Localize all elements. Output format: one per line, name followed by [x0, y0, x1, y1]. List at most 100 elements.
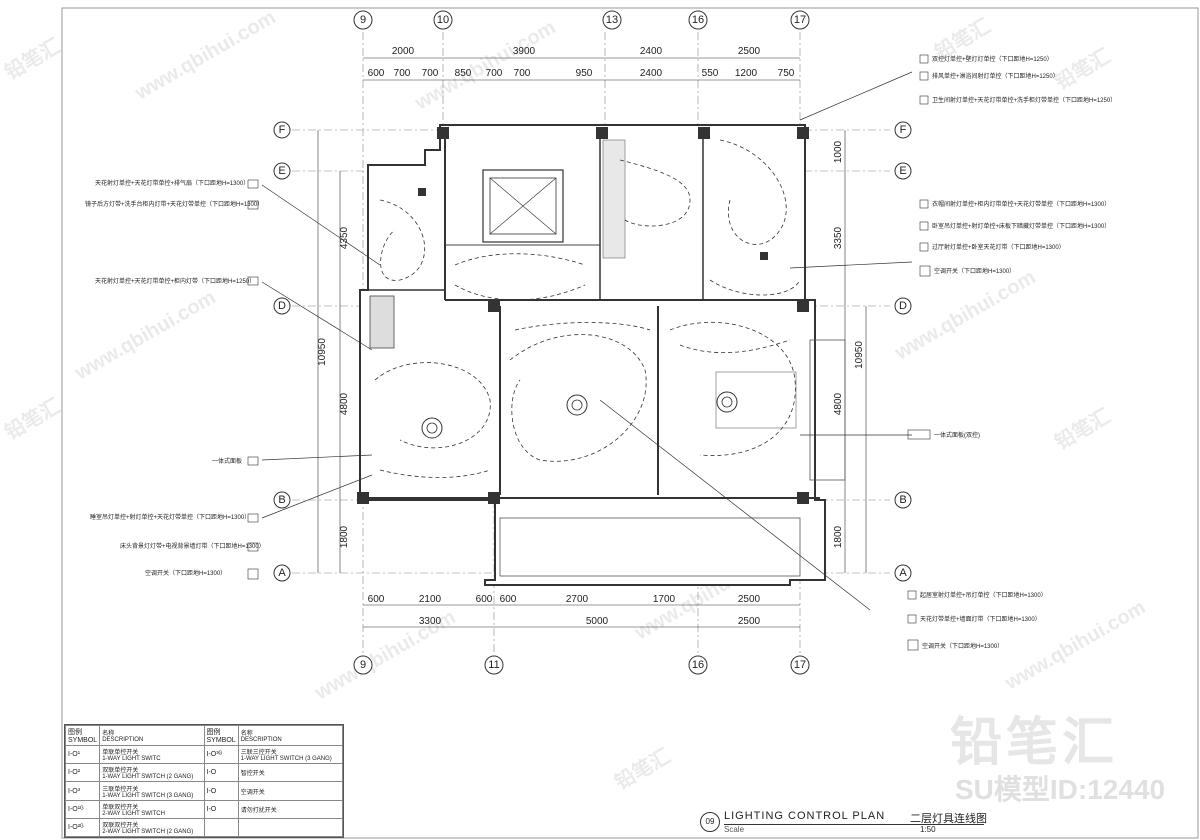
axis-bubble-F: F — [894, 121, 912, 139]
svg-text:13: 13 — [606, 14, 618, 26]
svg-text:850: 850 — [455, 68, 472, 79]
note-right-2: 排风单控+淋浴间射灯单控（下口距地H=1250） — [932, 72, 1059, 80]
drawing-title-block: 09 LIGHTING CONTROL PLAN Scale 二层灯具连线图 1… — [700, 808, 990, 838]
svg-text:4800: 4800 — [339, 392, 350, 415]
svg-text:700: 700 — [394, 68, 411, 79]
note-right-10: 天花灯带单控+墙面灯带（下口距地H=1300） — [920, 615, 1041, 623]
svg-text:F: F — [279, 124, 286, 136]
svg-text:1000: 1000 — [833, 140, 844, 163]
note-right-7: 空调开关（下口距地H=1300） — [934, 267, 1015, 275]
drawing-title-cn: 二层灯具连线图 — [910, 813, 987, 825]
circuit-wiring — [261, 71, 913, 611]
axis-bubble-17: 17 — [790, 10, 810, 30]
drawing-number: 09 — [700, 812, 720, 832]
svg-text:B: B — [899, 494, 906, 506]
axis-bubble-E: E — [894, 162, 912, 180]
drawing-title: LIGHTING CONTROL PLAN — [724, 810, 886, 822]
svg-text:3300: 3300 — [419, 616, 442, 627]
watermark-site: www.qbihui.com — [131, 6, 280, 105]
svg-text:1800: 1800 — [833, 525, 844, 548]
svg-text:3350: 3350 — [833, 226, 844, 249]
svg-text:700: 700 — [486, 68, 503, 79]
axis-bubble-16: 16 — [688, 10, 708, 30]
axis-bubble-F: F — [273, 121, 291, 139]
svg-text:600: 600 — [368, 594, 385, 605]
svg-text:1200: 1200 — [735, 68, 758, 79]
svg-text:550: 550 — [702, 68, 719, 79]
svg-text:700: 700 — [514, 68, 531, 79]
axis-bubble-10: 10 — [433, 10, 453, 30]
svg-text:17: 17 — [794, 14, 806, 26]
svg-text:750: 750 — [778, 68, 795, 79]
axis-bubble-E: E — [273, 162, 291, 180]
svg-text:10: 10 — [437, 14, 449, 26]
watermark-site: www.qbihui.com — [71, 286, 220, 385]
svg-text:600: 600 — [476, 594, 493, 605]
svg-text:1800: 1800 — [339, 525, 350, 548]
switch-notes-left: 天花射灯单控+天花灯带单控+排气扇（下口距地H=1300） 镜子后方灯带+洗手台… — [85, 179, 265, 580]
svg-text:4350: 4350 — [339, 226, 350, 249]
note-right-6: 过厅射灯单控+卧室天花灯带（下口距地H=1300） — [932, 243, 1065, 251]
structural-columns — [357, 127, 809, 504]
svg-text:3900: 3900 — [513, 46, 536, 57]
watermark-model-id: SU模型ID:12440 — [955, 774, 1166, 805]
note-right-8: 一体式面板(双控) — [934, 431, 980, 439]
note-right-9: 起居室射灯单控+吊灯单控（下口距地H=1300） — [920, 591, 1047, 599]
axis-bubble-17: 17 — [790, 655, 810, 675]
svg-text:950: 950 — [576, 68, 593, 79]
watermark-brand: 铅笔汇 — [1, 34, 65, 85]
svg-text:16: 16 — [692, 14, 704, 26]
note-left-4: 一体式面板 — [212, 457, 242, 465]
note-left-1: 天花射灯单控+天花灯带单控+排气扇（下口距地H=1300） — [95, 179, 249, 187]
svg-text:E: E — [278, 165, 285, 177]
svg-text:600: 600 — [368, 68, 385, 79]
svg-text:9: 9 — [360, 14, 366, 26]
svg-text:D: D — [278, 300, 286, 312]
svg-text:A: A — [278, 567, 286, 579]
svg-text:2400: 2400 — [640, 46, 663, 57]
note-left-2: 镜子后方灯带+洗手台柜内灯带+天花灯带单控（下口距地H=1300） — [85, 200, 263, 208]
svg-text:700: 700 — [422, 68, 439, 79]
svg-text:E: E — [899, 165, 906, 177]
watermark-site: www.qbihui.com — [1001, 596, 1150, 695]
svg-text:1700: 1700 — [653, 594, 676, 605]
note-right-5: 卧室吊灯单控+射灯单控+床板下暗藏灯带单控（下口距地H=1300） — [932, 222, 1110, 230]
watermark-brand-large: 铅笔汇 — [950, 714, 1119, 772]
scale-value: 1:50 — [920, 825, 936, 834]
title-underline — [724, 824, 984, 825]
svg-text:2700: 2700 — [566, 594, 589, 605]
watermark-brand: 铅笔汇 — [1, 394, 65, 445]
svg-text:10950: 10950 — [317, 338, 328, 366]
svg-text:17: 17 — [794, 659, 806, 671]
switch-notes-right: 双控灯单控+壁灯灯单控（下口距地H=1250） 排风单控+淋浴间射灯单控（下口距… — [907, 54, 1116, 651]
note-left-6: 床头背景灯灯带+电视背景墙灯带（下口距地H=1300） — [120, 542, 265, 550]
svg-text:4800: 4800 — [833, 392, 844, 415]
elevator-shaft — [482, 169, 564, 243]
axis-bubble-B: B — [894, 491, 912, 509]
dimension-left: 4350 10950 4800 1800 — [317, 130, 350, 573]
grid-axis-left: F E D B A — [273, 121, 291, 582]
svg-text:A: A — [899, 567, 907, 579]
svg-text:2500: 2500 — [738, 594, 761, 605]
svg-text:16: 16 — [692, 659, 704, 671]
svg-text:2000: 2000 — [392, 46, 415, 57]
note-right-3: 卫生间射灯单控+天花灯带单控+洗手柜灯带单控（下口距地H=1250） — [932, 96, 1116, 104]
note-right-4: 衣帽间射灯单控+柜内灯带单控+天花灯带单控（下口距地H=1300） — [932, 200, 1110, 208]
svg-text:2500: 2500 — [738, 616, 761, 627]
note-left-5: 睡室吊灯单控+射灯单控+天花灯带单控（下口距地H=1300） — [90, 513, 250, 521]
grid-axis-right: F E D B A — [894, 121, 912, 582]
axis-bubble-9: 9 — [353, 655, 373, 675]
svg-text:9: 9 — [360, 659, 366, 671]
svg-text:B: B — [278, 494, 285, 506]
axis-bubble-11: 11 — [484, 655, 504, 675]
axis-bubble-D: D — [894, 297, 912, 315]
watermark-brand: 铅笔汇 — [1051, 44, 1115, 95]
